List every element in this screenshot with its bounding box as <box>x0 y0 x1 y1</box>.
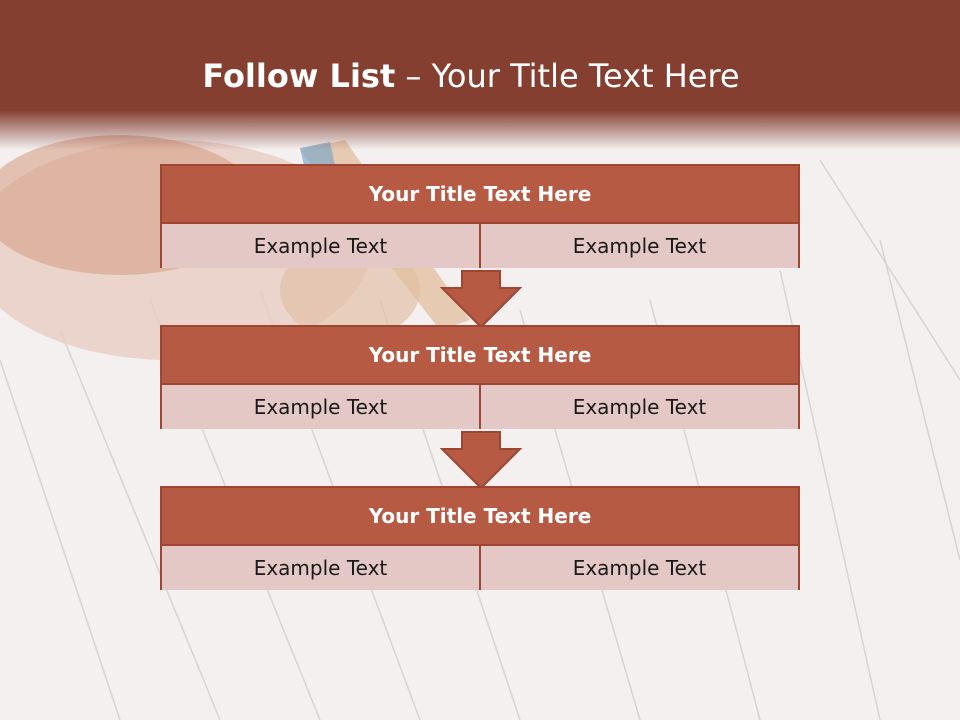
flow-box-2: Your Title Text Here Example Text Exampl… <box>160 325 800 429</box>
flow-box-cell-left: Example Text <box>253 556 388 580</box>
flow-box-title: Your Title Text Here <box>162 166 798 224</box>
flow-box-title: Your Title Text Here <box>162 488 798 546</box>
flow-box-cell-right: Example Text <box>479 385 798 429</box>
flow-box-cell-right: Example Text <box>479 224 798 268</box>
flow-box-cell-left: Example Text <box>253 395 388 419</box>
flow-box-row: Example Text Example Text <box>162 224 798 268</box>
slide-title-bold: Follow List <box>202 57 396 95</box>
flow-box-3: Your Title Text Here Example Text Exampl… <box>160 486 800 590</box>
flow-box-cell-left: Example Text <box>253 234 388 258</box>
flow-box-row: Example Text Example Text <box>162 385 798 429</box>
down-arrow-2 <box>440 431 522 489</box>
flow-box-1: Your Title Text Here Example Text Exampl… <box>160 164 800 268</box>
flow-box-title: Your Title Text Here <box>162 327 798 385</box>
title-banner <box>0 0 960 150</box>
flow-box-cell-right: Example Text <box>479 546 798 590</box>
slide-title-rest: Your Title Text Here <box>431 57 740 95</box>
flow-box-row: Example Text Example Text <box>162 546 798 590</box>
slide-title-dash: – <box>395 57 432 95</box>
slide-title: Follow List – Your Title Text Here <box>0 52 942 100</box>
down-arrow-1 <box>440 270 522 328</box>
